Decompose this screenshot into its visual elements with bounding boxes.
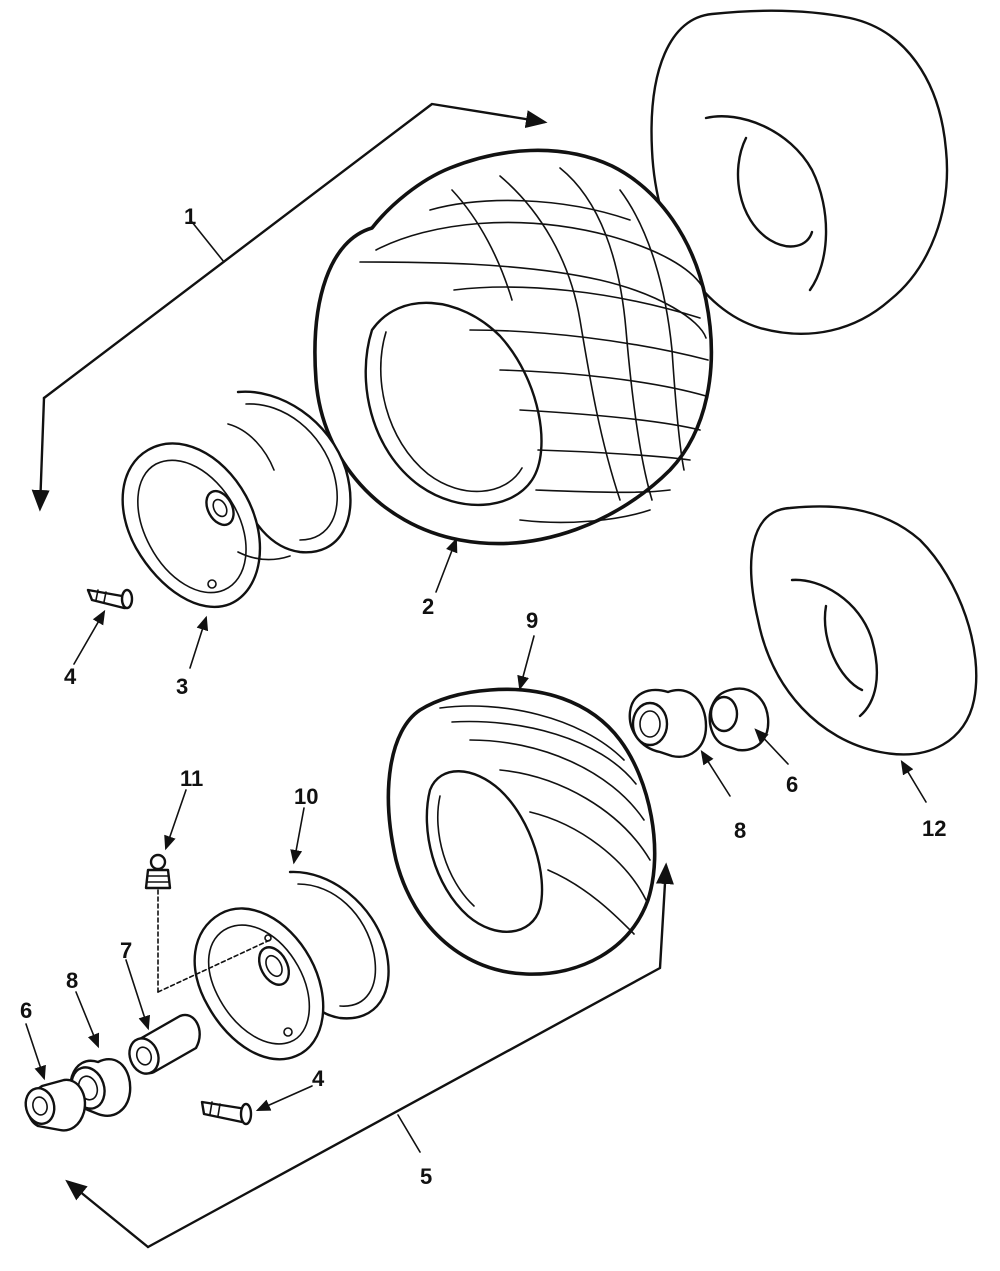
valve-stem-upper [86,588,134,610]
callout-3: 3 [176,674,188,699]
callout-12: 12 [922,816,946,841]
bushing-left [24,1078,87,1132]
valve-stem-lower [200,1100,253,1126]
callout-9: 9 [526,608,538,633]
callout-6-left: 6 [20,998,32,1023]
bushing-right [708,687,770,752]
callout-11: 11 [180,766,203,791]
callout-4-lower: 4 [312,1066,325,1091]
spacer-tube [128,1013,201,1075]
callout-2: 2 [422,594,434,619]
callout-5: 5 [420,1164,432,1189]
tire-outline-lower [749,505,978,756]
bearing-right [628,688,708,758]
rim-lower [193,870,390,1061]
tire-treaded-upper [313,148,714,546]
callout-6-right: 6 [786,772,798,797]
bracket-assembly-5 [65,862,674,1249]
leader-arrows [25,537,927,1111]
callout-labels: 1 2 3 4 4 5 6 6 7 8 8 9 10 11 12 [20,204,946,1189]
tire-outline-upper [650,9,949,335]
callout-1: 1 [184,204,196,229]
grease-fitting [144,853,271,993]
bracket-assembly-1 [31,102,548,512]
callout-8-right: 8 [734,818,746,843]
tire-ribbed-lower [386,687,657,976]
callout-4-upper: 4 [64,664,77,689]
callout-8-left: 8 [66,968,78,993]
rim-upper [121,390,352,609]
callout-7: 7 [120,938,132,963]
callout-10: 10 [294,784,318,809]
